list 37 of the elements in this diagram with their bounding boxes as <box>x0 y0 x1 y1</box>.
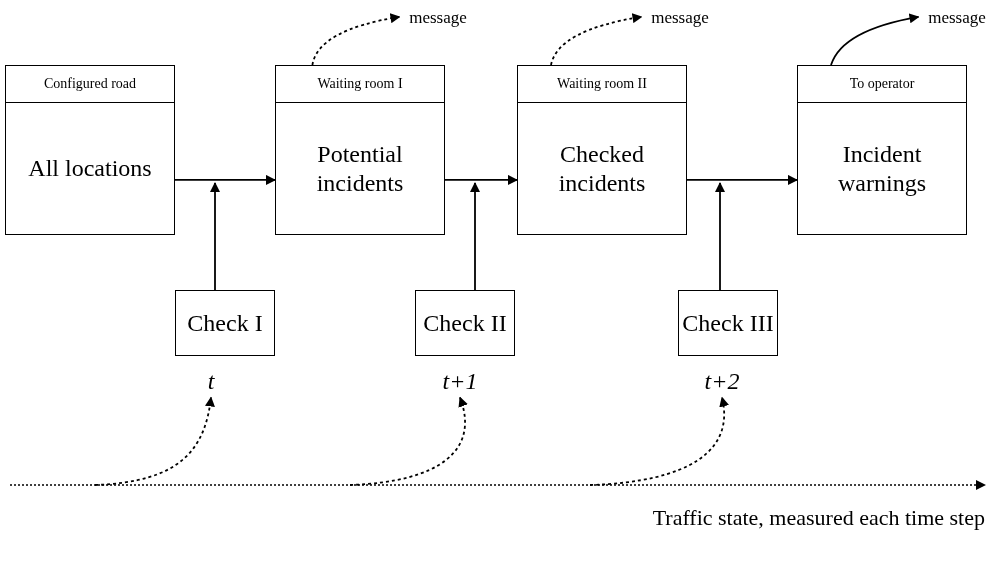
check-box <box>175 290 275 356</box>
arrow <box>830 13 920 66</box>
box-text: Check I <box>187 308 263 338</box>
box-header: Waiting room II <box>557 76 647 92</box>
arrow <box>444 174 518 185</box>
box-text: Check II <box>423 308 507 338</box>
box-header: Configured road <box>43 76 137 92</box>
arrow <box>311 13 401 66</box>
box-header: Waiting room I <box>317 76 403 92</box>
axis-label: Traffic state, measured each time step <box>652 505 985 531</box>
message-label: message <box>928 8 986 28</box>
time-step-label: t <box>207 367 215 395</box>
arrow <box>94 396 215 486</box>
message-label: message <box>651 8 709 28</box>
process-box <box>5 65 175 235</box>
box-text: Check III <box>682 308 774 338</box>
arrow <box>174 174 276 185</box>
check-box <box>415 290 515 356</box>
box-text: All locations <box>28 154 152 183</box>
arrow <box>589 396 729 486</box>
box-text: Potential incidents <box>315 139 405 198</box>
box-text: Checked incidents <box>557 139 647 198</box>
process-box <box>517 65 687 235</box>
arrow <box>349 396 468 486</box>
arrow <box>470 182 480 291</box>
arrow <box>715 182 725 291</box>
arrow <box>210 182 220 291</box>
time-step-label: t+1 <box>442 367 478 395</box>
arrow <box>686 174 798 185</box>
process-box <box>797 65 967 235</box>
arrow <box>550 13 643 66</box>
message-label: message <box>409 8 467 28</box>
process-box <box>275 65 445 235</box>
box-header: To operator <box>849 76 915 92</box>
time-step-label: t+2 <box>704 367 740 395</box>
box-text: Incident warnings <box>837 139 927 198</box>
check-box <box>678 290 778 356</box>
